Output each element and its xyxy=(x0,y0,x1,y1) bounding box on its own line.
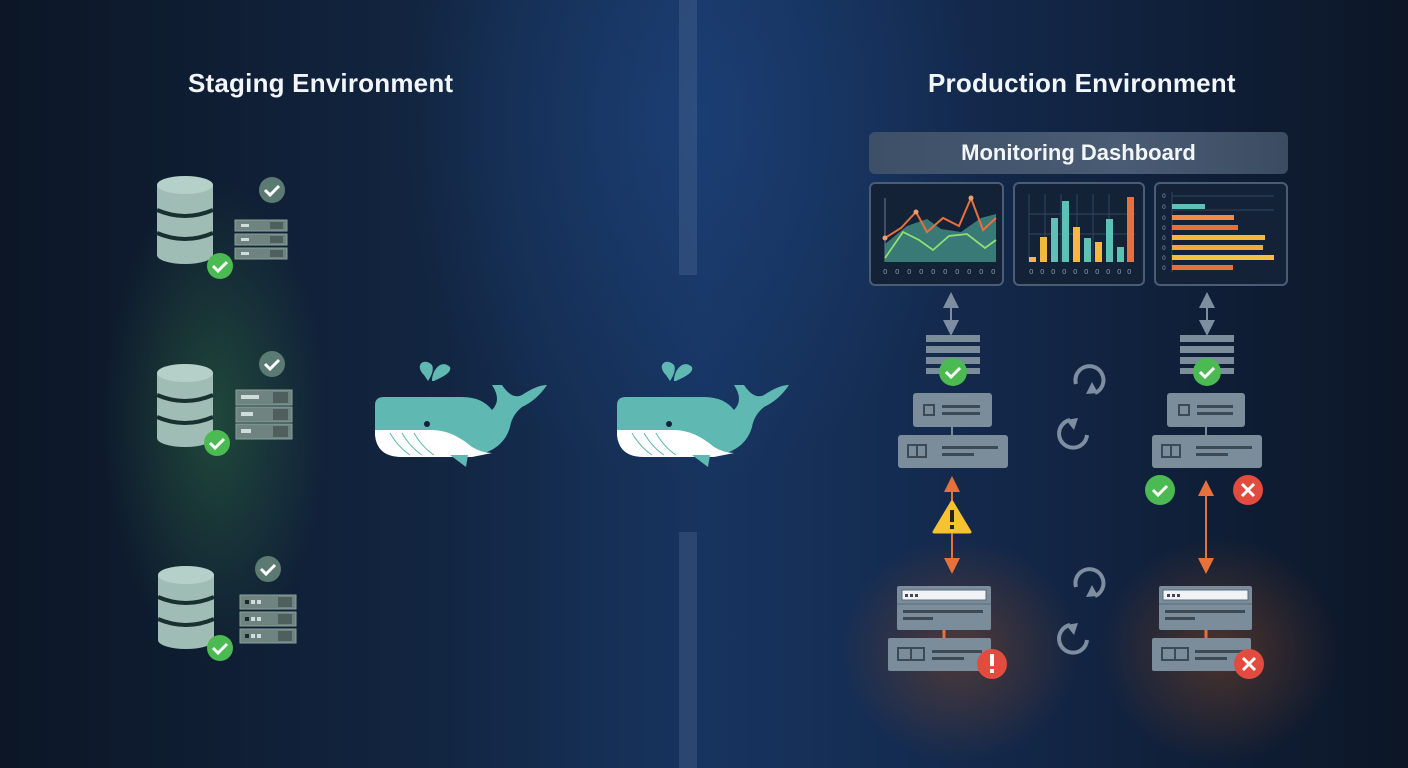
svg-text:0: 0 xyxy=(895,268,899,276)
svg-text:0: 0 xyxy=(1162,265,1166,272)
svg-text:0: 0 xyxy=(955,268,959,276)
svg-text:0: 0 xyxy=(943,268,947,276)
svg-text:0: 0 xyxy=(1162,225,1166,232)
check-icon xyxy=(1145,475,1175,505)
svg-text:0: 0 xyxy=(931,268,935,276)
check-icon xyxy=(939,358,967,386)
staging-title: Staging Environment xyxy=(188,68,454,98)
check-icon xyxy=(255,556,281,582)
error-x-icon xyxy=(1234,649,1264,679)
production-cluster xyxy=(888,292,1264,679)
error-exclamation-icon xyxy=(977,649,1007,679)
check-icon xyxy=(259,177,285,203)
check-icon xyxy=(207,635,233,661)
prod-failure-glow-right xyxy=(1090,500,1390,768)
staging-node-1 xyxy=(156,176,288,279)
monitoring-dashboard-header[interactable]: Monitoring Dashboard xyxy=(869,132,1288,174)
svg-text:0: 0 xyxy=(1051,268,1055,276)
database-icon xyxy=(157,566,215,649)
svg-text:0: 0 xyxy=(1095,268,1099,276)
database-icon xyxy=(156,176,214,264)
svg-text:0: 0 xyxy=(967,268,971,276)
error-x-icon xyxy=(1233,475,1263,505)
svg-text:0: 0 xyxy=(979,268,983,276)
svg-text:0: 0 xyxy=(907,268,911,276)
warning-icon xyxy=(932,500,972,534)
prod-node-bottom-right xyxy=(1152,586,1264,679)
svg-text:0: 0 xyxy=(1162,255,1166,262)
prod-node-bottom-left xyxy=(888,586,1007,679)
svg-text:0: 0 xyxy=(1106,268,1110,276)
prod-node-top-right xyxy=(1145,292,1263,505)
check-icon xyxy=(207,253,233,279)
sync-icon xyxy=(1057,567,1106,655)
prod-link-left-warning xyxy=(932,476,972,574)
svg-text:0: 0 xyxy=(1127,268,1131,276)
svg-text:0: 0 xyxy=(1162,245,1166,252)
check-icon xyxy=(1193,358,1221,386)
check-icon xyxy=(259,351,285,377)
database-icon xyxy=(156,364,214,447)
svg-text:0: 0 xyxy=(1162,235,1166,242)
prod-node-top-left xyxy=(898,292,1008,468)
production-title: Production Environment xyxy=(928,68,1236,98)
svg-text:0: 0 xyxy=(1040,268,1044,276)
svg-text:0: 0 xyxy=(1029,268,1033,276)
svg-text:0: 0 xyxy=(1162,215,1166,222)
divider-bottom xyxy=(679,532,697,768)
staging-node-2 xyxy=(156,351,293,456)
svg-text:0: 0 xyxy=(1117,268,1121,276)
svg-text:0: 0 xyxy=(1162,204,1166,211)
staging-node-3 xyxy=(157,556,297,661)
divider-top xyxy=(679,0,697,275)
dashboard-title: Monitoring Dashboard xyxy=(961,140,1196,165)
svg-text:0: 0 xyxy=(919,268,923,276)
svg-text:0: 0 xyxy=(1084,268,1088,276)
server-rack-icon xyxy=(239,594,297,644)
docker-whale-icon-staging xyxy=(375,361,547,467)
prod-failure-glow-left xyxy=(820,500,1120,768)
svg-text:0: 0 xyxy=(883,268,887,276)
horizontal-bar-chart: 0 0 0 0 0 0 0 0 xyxy=(1162,192,1274,272)
svg-text:0: 0 xyxy=(991,268,995,276)
sync-icon xyxy=(1057,364,1106,450)
horizontal-bar-chart-panel[interactable]: 0 0 0 0 0 0 0 0 xyxy=(1154,182,1288,286)
svg-text:0: 0 xyxy=(1062,268,1066,276)
server-rack-icon xyxy=(234,219,288,260)
server-rack-icon xyxy=(235,389,293,440)
svg-text:0: 0 xyxy=(1162,193,1166,200)
docker-whale-icon-production xyxy=(617,361,789,467)
svg-text:0: 0 xyxy=(1073,268,1077,276)
check-icon xyxy=(204,430,230,456)
